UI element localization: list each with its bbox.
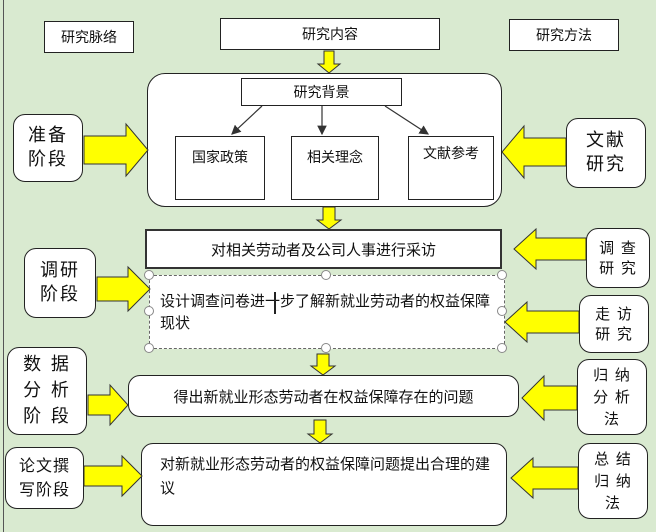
stage4-method: 总 结 归 纳 法 — [578, 443, 648, 519]
stage1-left-arrow — [83, 122, 149, 178]
selection-handle[interactable] — [144, 270, 154, 280]
selection-handle[interactable] — [321, 270, 331, 280]
stage3-left-arrow — [87, 383, 129, 427]
selection-handle[interactable] — [321, 343, 331, 353]
literature-reference-box: 文献参考 — [408, 136, 494, 200]
header-down-arrow — [316, 50, 342, 74]
header-timeline: 研究脉络 — [44, 21, 134, 53]
selection-handle[interactable] — [497, 306, 507, 316]
stage1-method: 文献 研究 — [566, 118, 646, 188]
selection-handle[interactable] — [144, 306, 154, 316]
left-guide-line — [3, 0, 4, 532]
stage2-method-2: 走 访 研 究 — [579, 295, 649, 353]
selection-handle[interactable] — [497, 343, 507, 353]
header-content: 研究内容 — [220, 18, 440, 50]
stage3-right-arrow — [521, 374, 578, 422]
stage2-down-arrow — [309, 353, 337, 376]
stage2-left-arrow — [96, 265, 151, 313]
stage4-left-arrow — [83, 454, 143, 498]
suggestion-box: 对新就业形态劳动者的权益保障问题提出合理的建议 — [141, 443, 507, 526]
stage3-down-arrow — [306, 419, 334, 444]
header-method: 研究方法 — [509, 19, 619, 51]
stage2-right-arrow-2 — [504, 300, 580, 344]
national-policy-box: 国家政策 — [175, 136, 265, 200]
connector-arrow — [231, 105, 263, 135]
research-background-box: 研究背景 — [241, 78, 402, 106]
stage1-label: 准备 阶段 — [13, 114, 83, 182]
connector-arrow — [384, 105, 430, 135]
selection-handle[interactable] — [144, 343, 154, 353]
analysis-result-box: 得出新就业形态劳动者在权益保障存在的问题 — [128, 375, 519, 417]
stage2-label: 调研 阶段 — [24, 248, 96, 318]
related-concepts-box: 相关理念 — [291, 136, 379, 200]
selection-handle[interactable] — [497, 270, 507, 280]
stage3-label: 数 据 分 析 阶 段 — [7, 347, 87, 435]
questionnaire-box: 设计调查问卷进一步了解新就业劳动者的权益保障现状 — [149, 275, 505, 349]
stage1-down-arrow — [315, 206, 343, 230]
stage2-right-arrow-1 — [513, 227, 587, 271]
interview-box: 对相关劳动者及公司人事进行采访 — [145, 229, 502, 269]
text-cursor — [274, 292, 276, 314]
stage2-method-1: 调 查 研 究 — [586, 228, 650, 288]
stage4-right-arrow — [510, 456, 579, 500]
stage1-right-arrow — [501, 124, 567, 180]
